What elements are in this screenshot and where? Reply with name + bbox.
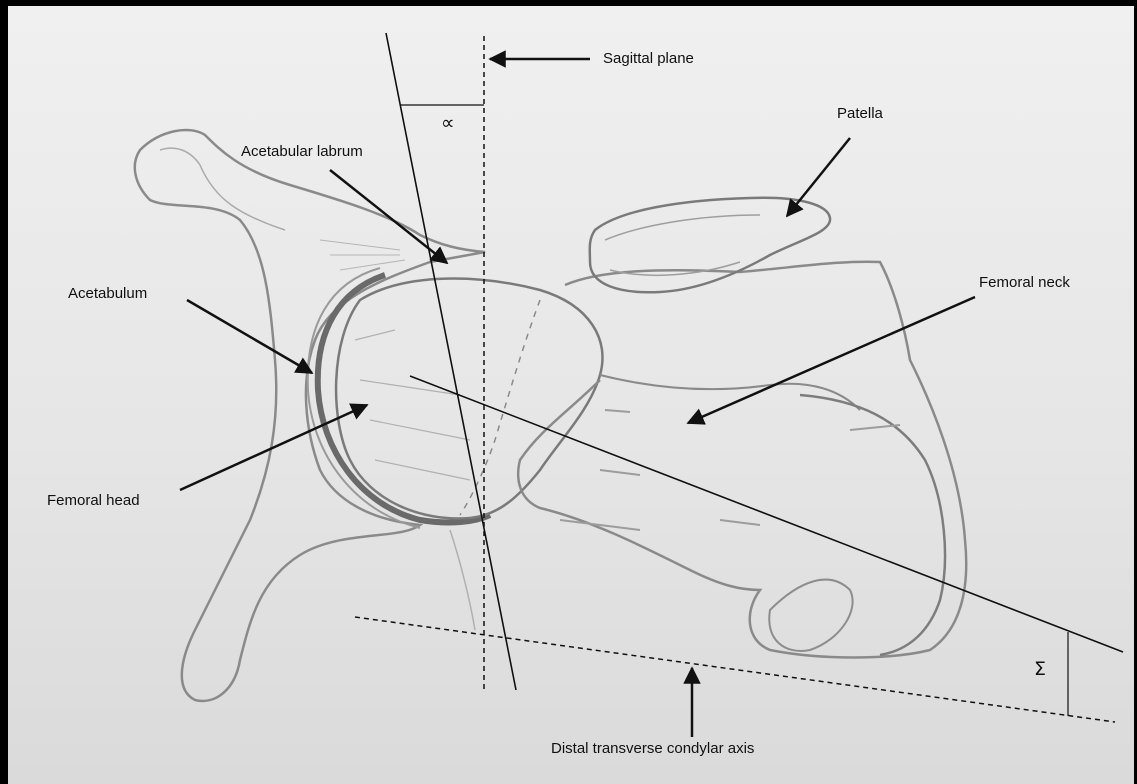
acetabulum-rim	[318, 275, 490, 522]
acetabular-labrum-label: Acetabular labrum	[241, 144, 363, 159]
sagittal-plane-label: Sagittal plane	[603, 51, 694, 66]
femoral-head-shading	[355, 330, 470, 480]
pelvis-inner-line	[160, 148, 285, 230]
pelvis-shading	[320, 240, 405, 270]
femoral-neck-label: Femoral neck	[979, 275, 1070, 290]
femoral-head-arrow	[180, 405, 367, 490]
patella-arrow	[787, 138, 850, 216]
acetabulum-arrow	[187, 300, 312, 373]
condyle-outline	[800, 395, 945, 655]
femoral-neck-axis-line	[410, 376, 1123, 652]
femoral-neck-arrow	[688, 297, 975, 423]
femur-outline	[518, 262, 966, 658]
distal-condylar-axis-line	[355, 617, 1115, 722]
patella-outline	[590, 198, 830, 293]
patella-inner	[605, 215, 760, 275]
patella-label: Patella	[837, 106, 883, 121]
pelvis-outline	[135, 130, 485, 701]
lower-pelvis-line	[450, 530, 475, 630]
femoral-head-label: Femoral head	[47, 493, 140, 508]
femur-shading	[560, 410, 900, 530]
acetabulum-label: Acetabulum	[68, 286, 147, 301]
distal-axis-label: Distal transverse condylar axis	[551, 741, 754, 756]
sigma-angle-symbol: Σ	[1034, 660, 1046, 679]
condyle-inner	[769, 580, 852, 651]
alpha-angle-symbol: ∝	[441, 114, 455, 133]
